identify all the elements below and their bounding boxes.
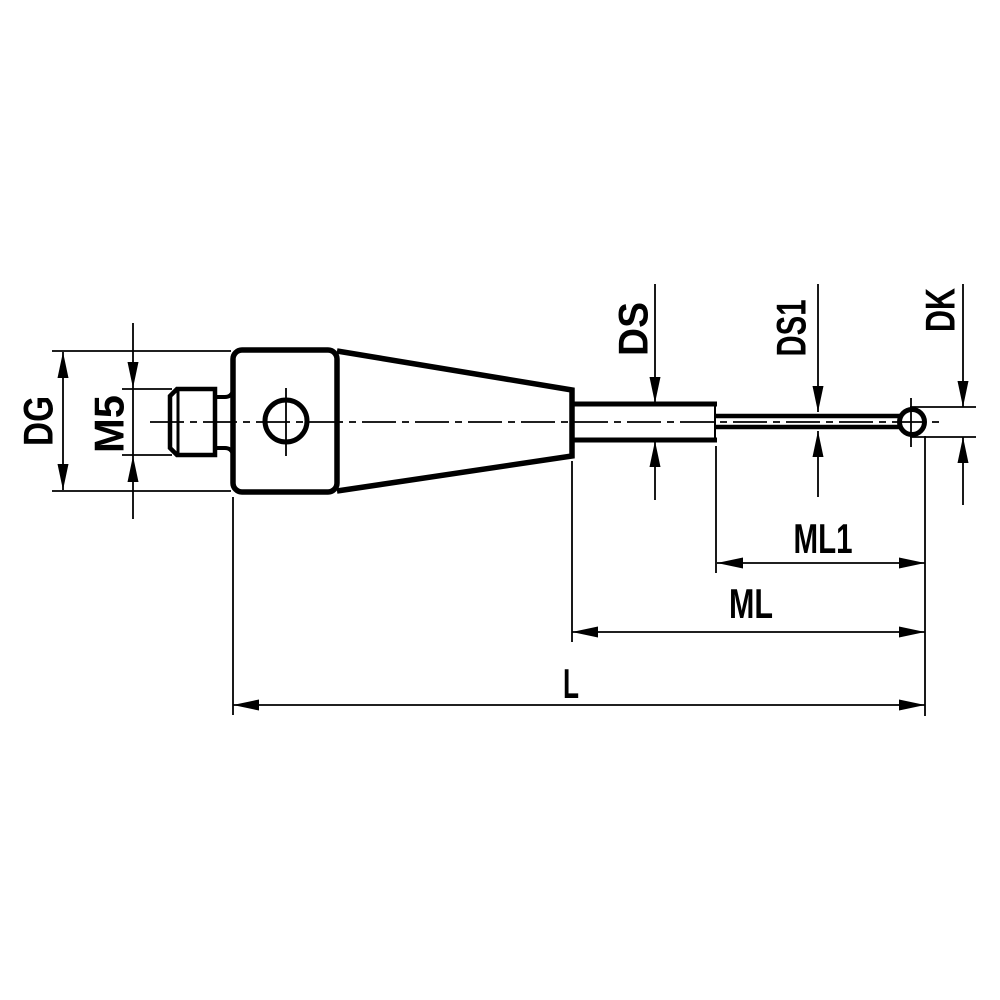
ds1-arrow-up [812,431,824,457]
dk-arrow-up [957,437,969,463]
dg-arrow-down [57,464,69,490]
ds1-arrow-down [812,386,824,412]
dimension-label-m5: M5 [86,395,133,453]
dimension-ml: ML [571,461,925,642]
m5-arrow-up [127,456,139,482]
dimension-m5: M5 [86,323,172,519]
dimension-label-ml: ML [729,580,773,627]
dimension-label-dg: DG [15,396,62,446]
ds-arrow-down [649,377,661,403]
ml-arrow-right [899,626,925,638]
ds-arrow-up [649,441,661,467]
ml1-arrow-right [899,557,925,569]
dg-arrow-up [57,352,69,378]
dimension-dk: DK [910,284,976,505]
ml1-arrow-left [717,557,743,569]
taper-cone-outline [336,348,575,494]
l-arrow-right [899,699,925,711]
dimension-label-ds1: DS1 [768,300,815,357]
dimension-ds: DS [610,284,661,500]
l-arrow-left [233,699,259,711]
dimension-ds1: DS1 [768,284,824,497]
dk-arrow-down [957,381,969,407]
ml-arrow-left [572,626,598,638]
dimension-dg: DG [15,350,231,492]
dimension-label-ml1: ML1 [794,515,853,562]
dimension-label-l: L [563,660,579,707]
dimension-ml1: ML1 [715,446,925,573]
m5-arrow-down [127,362,139,388]
dimension-l: L [232,436,926,716]
probe-part-outline [150,347,940,495]
dimension-label-dk: DK [917,288,964,332]
dimension-label-ds: DS [610,302,657,356]
